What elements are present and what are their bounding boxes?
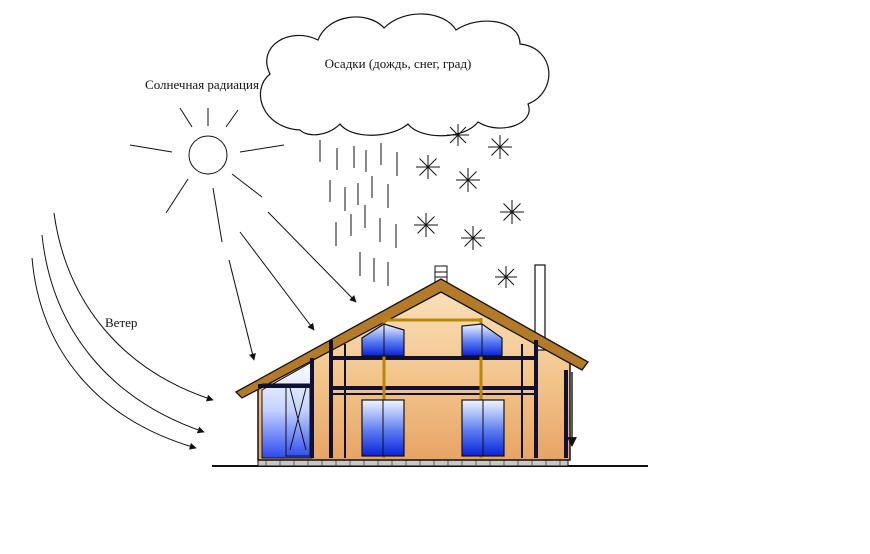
rain-streaks xyxy=(319,140,398,286)
house xyxy=(234,264,589,467)
timber-frame xyxy=(258,340,568,458)
snowflakes xyxy=(414,124,524,288)
precipitation-label: Осадки (дождь, снег, град) xyxy=(325,56,472,71)
window-upper-left xyxy=(361,323,405,357)
solar-radiation-label: Солнечная радиация xyxy=(145,77,259,92)
sun xyxy=(129,107,285,243)
cloud: Осадки (дождь, снег, град) xyxy=(259,13,550,137)
solar-arrows xyxy=(228,211,357,361)
roof xyxy=(234,278,589,399)
wind-arrows xyxy=(31,212,214,450)
wind-label: Ветер xyxy=(105,315,137,330)
chimney xyxy=(534,264,546,351)
